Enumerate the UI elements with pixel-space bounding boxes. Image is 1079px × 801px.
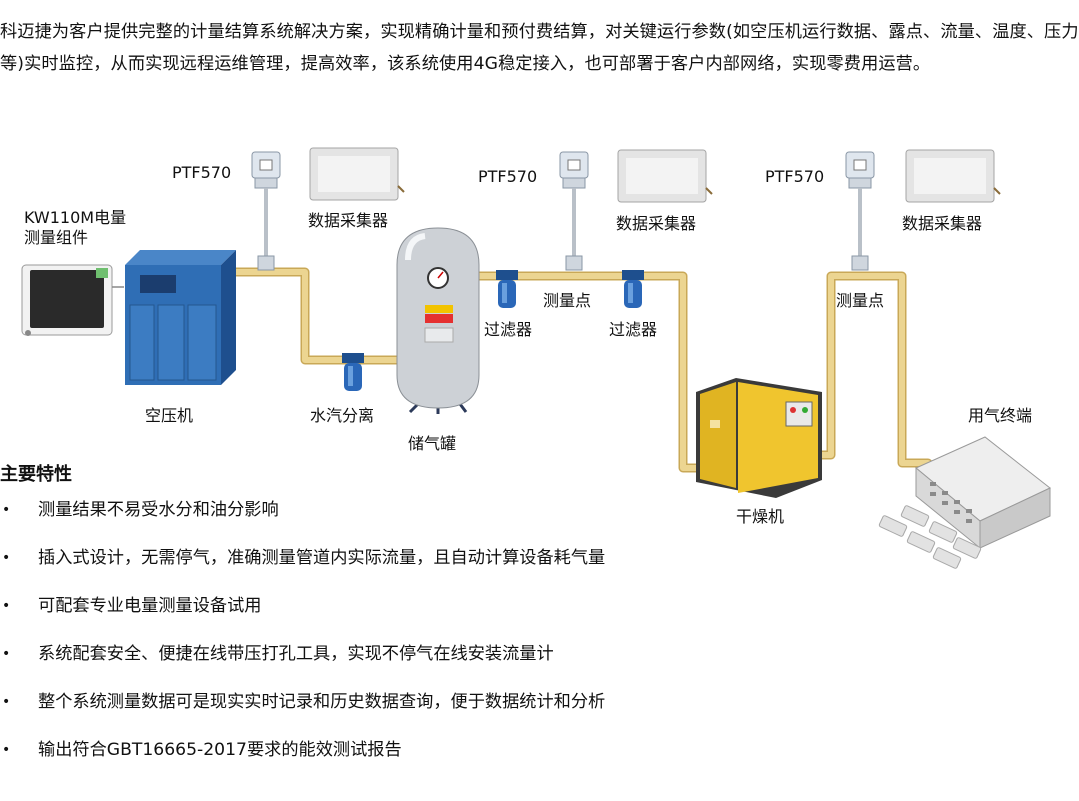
- feature-text: 系统配套安全、便捷在线带压打孔工具，实现不停气在线安装流量计: [38, 644, 554, 664]
- data-collector-3: [905, 149, 1001, 203]
- power-meter-box: [21, 264, 124, 336]
- flow-meter-2: [559, 151, 589, 271]
- collector-label-2: 数据采集器: [616, 214, 697, 233]
- bullet-icon: •: [2, 550, 11, 566]
- compressor-label: 空压机: [145, 406, 194, 425]
- bullet-icon: •: [2, 502, 11, 518]
- feature-text: 插入式设计，无需停气，准确测量管道内实际流量，且自动计算设备耗气量: [38, 548, 606, 568]
- data-collector-1: [309, 147, 405, 201]
- feature-text: 可配套专业电量测量设备试用: [38, 596, 262, 616]
- intro-paragraph: 科迈捷为客户提供完整的计量结算系统解决方案，实现精确计量和预付费结算，对关键运行…: [0, 22, 1079, 74]
- tank-label: 储气罐: [408, 434, 457, 453]
- separator-label: 水汽分离: [310, 406, 375, 425]
- feature-item: • 输出符合GBT16665-2017要求的能效测试报告: [0, 730, 605, 778]
- power-meter-label-line2: 测量组件: [24, 228, 89, 247]
- power-meter-label-line1: KW110M电量: [24, 208, 127, 227]
- measure-point-label-2: 测量点: [836, 291, 885, 310]
- features-list: • 测量结果不易受水分和油分影响 • 插入式设计，无需停气，准确测量管道内实际流量，…: [0, 490, 605, 778]
- collector-label-1: 数据采集器: [308, 211, 389, 230]
- filter-label-2: 过滤器: [609, 320, 658, 339]
- feature-item: • 插入式设计，无需停气，准确测量管道内实际流量，且自动计算设备耗气量: [0, 538, 605, 586]
- bullet-icon: •: [2, 598, 11, 614]
- meter-label-1: PTF570: [172, 163, 232, 182]
- filter-1: [496, 270, 518, 308]
- feature-item: • 整个系统测量数据可是现实实时记录和历史数据查询，便于数据统计和分析: [0, 682, 605, 730]
- filter-2: [622, 270, 644, 308]
- meter-label-3: PTF570: [765, 167, 825, 186]
- flow-meter-3: [845, 151, 875, 271]
- water-separator: [342, 353, 364, 391]
- flow-meter-1: [251, 151, 281, 271]
- air-dryer: [696, 378, 822, 498]
- meter-label-2: PTF570: [478, 167, 538, 186]
- feature-text: 输出符合GBT16665-2017要求的能效测试报告: [38, 740, 402, 760]
- dryer-label: 干燥机: [736, 507, 785, 526]
- bullet-icon: •: [2, 742, 11, 758]
- measure-point-label-1: 测量点: [543, 291, 592, 310]
- bullet-icon: •: [2, 694, 11, 710]
- air-tank: [396, 227, 480, 414]
- feature-text: 测量结果不易受水分和油分影响: [38, 500, 279, 520]
- terminal-label: 用气终端: [968, 406, 1033, 425]
- bullet-icon: •: [2, 646, 11, 662]
- gas-terminal: [878, 436, 1051, 569]
- features-title: 主要特性: [0, 464, 72, 485]
- feature-text: 整个系统测量数据可是现实实时记录和历史数据查询，便于数据统计和分析: [38, 692, 606, 712]
- data-collector-2: [617, 149, 713, 203]
- feature-item: • 系统配套安全、便捷在线带压打孔工具，实现不停气在线安装流量计: [0, 634, 605, 682]
- air-compressor: [125, 250, 236, 385]
- system-diagram: [21, 147, 1051, 569]
- filter-label-1: 过滤器: [484, 320, 533, 339]
- feature-item: • 测量结果不易受水分和油分影响: [0, 490, 605, 538]
- feature-item: • 可配套专业电量测量设备试用: [0, 586, 605, 634]
- collector-label-3: 数据采集器: [902, 214, 983, 233]
